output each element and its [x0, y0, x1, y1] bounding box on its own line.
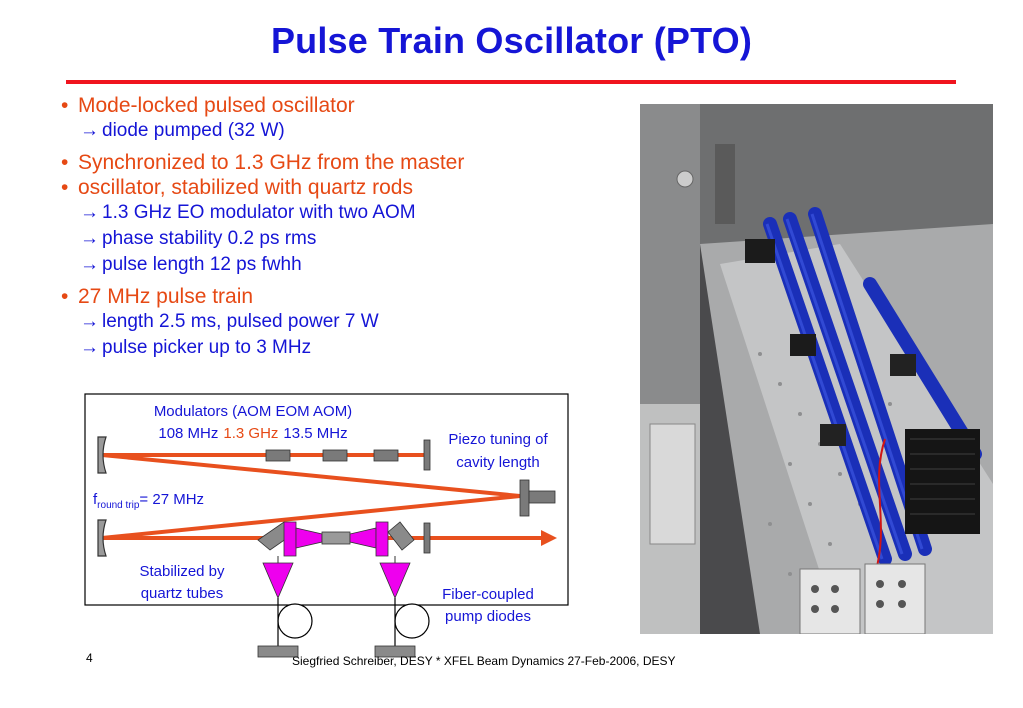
sub-item: →phase stability 0.2 ps rms [60, 226, 620, 252]
sub-item: →1.3 GHz EO modulator with two AOM [60, 200, 620, 226]
round-trip-frequency: fround trip= 27 MHz [93, 491, 204, 511]
bullet-text: Synchronized to 1.3 GHz from the master [60, 150, 620, 175]
modulator-aom-1 [265, 449, 291, 462]
output-arrow-icon [541, 530, 557, 546]
arrow-icon: → [80, 202, 99, 223]
diagram-frame [84, 393, 569, 606]
bullet-item-1: Mode-locked pulsed oscillator →diode pum… [60, 93, 620, 144]
laser-setup-photo [640, 104, 993, 634]
bullet-list: Mode-locked pulsed oscillator →diode pum… [60, 93, 620, 367]
cavity-mirror-bottom [97, 519, 107, 557]
arrow-icon: → [80, 228, 99, 249]
fold-mirror-mount [528, 490, 556, 504]
pump-diode-left [257, 598, 313, 658]
modulator-eom [322, 449, 348, 462]
piezo-mirror [423, 439, 431, 471]
fiber-label-1: Fiber-coupled [442, 586, 534, 603]
stabilized-label-1: Stabilized by [139, 563, 225, 580]
page-number: 4 [86, 651, 93, 665]
arrow-icon: → [80, 120, 99, 141]
title-underline [66, 80, 956, 84]
footer-text: Siegfried Schreiber, DESY * XFEL Beam Dy… [292, 654, 676, 668]
modulators-label: Modulators (AOM EOM AOM) [154, 403, 352, 420]
piezo-label-2: cavity length [456, 454, 539, 471]
bullet-item-3: 27 MHz pulse train →length 2.5 ms, pulse… [60, 284, 620, 361]
sub-item: →pulse length 12 ps fwhh [60, 252, 620, 278]
page-title: Pulse Train Oscillator (PTO) [270, 20, 753, 61]
sub-item: →diode pumped (32 W) [60, 118, 620, 144]
piezo-label-1: Piezo tuning of [448, 431, 548, 448]
bullet-item-2: Synchronized to 1.3 GHz from the master … [60, 150, 620, 278]
modulator-aom-2 [373, 449, 399, 462]
pump-diode-right [374, 598, 430, 658]
bullet-text: Mode-locked pulsed oscillator [60, 93, 620, 118]
stabilized-label-2: quartz tubes [141, 585, 224, 602]
cavity-mirror-top [97, 436, 107, 474]
fold-mirror [519, 479, 530, 517]
sub-item: →pulse picker up to 3 MHz [60, 335, 620, 361]
bullet-text-cont: oscillator, stabilized with quartz rods [60, 175, 620, 200]
arrow-icon: → [80, 254, 99, 275]
arrow-icon: → [80, 337, 99, 358]
gain-module [257, 521, 415, 600]
sub-item: →length 2.5 ms, pulsed power 7 W [60, 309, 620, 335]
arrow-icon: → [80, 311, 99, 332]
output-coupler [423, 522, 431, 554]
bullet-text: 27 MHz pulse train [60, 284, 620, 309]
fiber-label-2: pump diodes [445, 608, 531, 625]
